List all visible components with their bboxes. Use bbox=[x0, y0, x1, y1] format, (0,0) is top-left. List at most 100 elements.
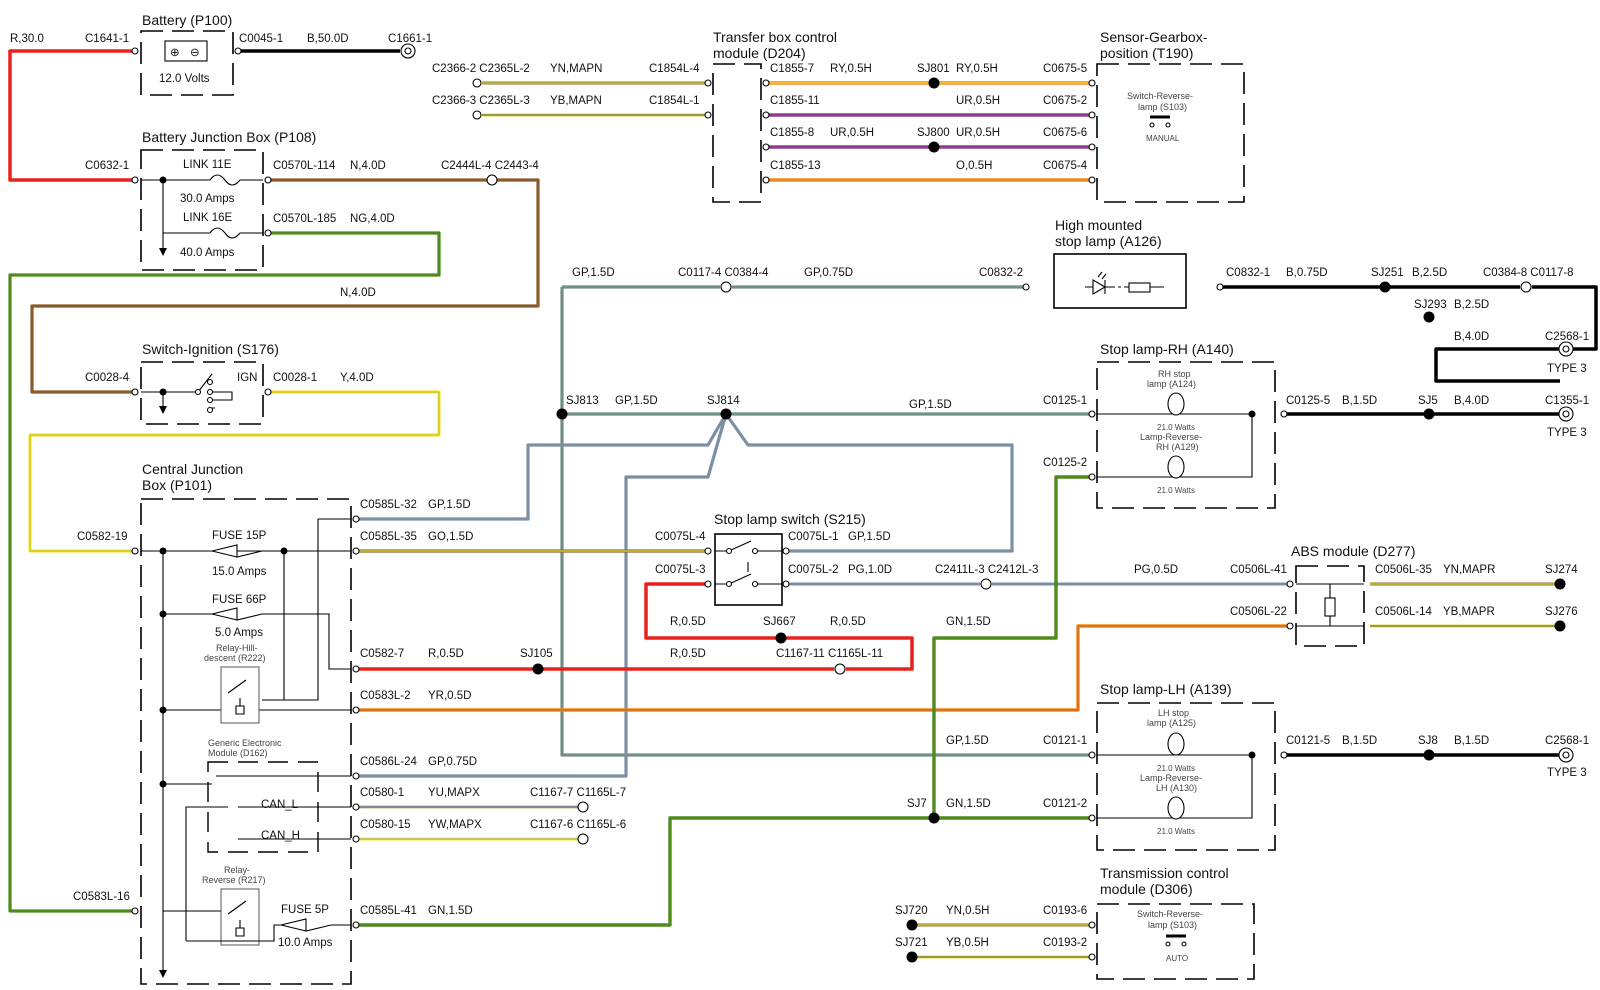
label-c1661: C1661-1 bbox=[388, 33, 432, 45]
label-o05: O,0.5H bbox=[956, 160, 992, 172]
label-sj721: SJ721 bbox=[895, 937, 928, 949]
label-c0582-7: C0582-7 bbox=[360, 648, 404, 660]
wire-green-link16e bbox=[8, 231, 441, 913]
label-r05a: R,0.5D bbox=[428, 648, 464, 660]
cjb-box bbox=[140, 498, 352, 985]
high-stop-title-2: stop lamp (A126) bbox=[1055, 233, 1162, 249]
can-l-label: CAN_L bbox=[261, 799, 299, 811]
label-c0125-2: C0125-2 bbox=[1043, 457, 1087, 469]
label-c0193-6: C0193-6 bbox=[1043, 905, 1087, 917]
label-c0121-2: C0121-2 bbox=[1043, 798, 1087, 810]
link-16e-rating: 40.0 Amps bbox=[180, 247, 235, 259]
label-go15: GO,1.5D bbox=[428, 531, 473, 543]
stop-lh-title: Stop lamp-LH (A139) bbox=[1100, 681, 1232, 697]
link-11e-rating: 30.0 Amps bbox=[180, 193, 235, 205]
label-c0125-1: C0125-1 bbox=[1043, 395, 1087, 407]
label-yu: YU,MAPX bbox=[428, 787, 480, 799]
splice-sj813 bbox=[556, 408, 568, 420]
relay-reverse-label-2: Reverse (R217) bbox=[202, 875, 266, 885]
label-sj5: SJ5 bbox=[1418, 395, 1438, 407]
sensor-title-1: Sensor-Gearbox- bbox=[1100, 29, 1208, 45]
gem-label-1: Generic Electronic bbox=[208, 738, 282, 748]
label-sj720: SJ720 bbox=[895, 905, 928, 917]
label-c1355-1: C1355-1 bbox=[1545, 395, 1589, 407]
label-c0832-1: C0832-1 bbox=[1226, 267, 1270, 279]
label-c0193-2: C0193-2 bbox=[1043, 937, 1087, 949]
label-c1855-8: C1855-8 bbox=[770, 127, 814, 139]
battery-minus-icon: ⊖ bbox=[190, 47, 200, 59]
label-ng-4: NG,4.0D bbox=[350, 213, 395, 225]
splice-sj5 bbox=[1423, 408, 1435, 420]
ignition-title: Switch-Ignition (S176) bbox=[142, 341, 279, 357]
label-n-4b: N,4.0D bbox=[340, 287, 376, 299]
bjb-box bbox=[140, 149, 264, 271]
fuse-link-11e-icon bbox=[209, 174, 241, 186]
label-c0580-15: C0580-15 bbox=[360, 819, 411, 831]
relay-hill-label-1: Relay-Hill- bbox=[216, 643, 258, 653]
label-c0583-2: C0583L-2 bbox=[360, 690, 411, 702]
label-c0675-4: C0675-4 bbox=[1043, 160, 1088, 172]
link-11e-label: LINK 11E bbox=[183, 159, 232, 171]
fuse-5p-icon bbox=[280, 918, 351, 932]
gem-label-2: Module (D162) bbox=[208, 748, 268, 758]
ignition-pos-label: IGN bbox=[237, 372, 257, 384]
label-sj800: SJ800 bbox=[917, 127, 950, 139]
label-r-30: R,30.0 bbox=[10, 33, 44, 45]
splice-sj274 bbox=[1554, 578, 1566, 590]
label-c1167-6: C1167-6 C1165L-6 bbox=[530, 819, 626, 831]
abs-title: ABS module (D277) bbox=[1291, 543, 1416, 559]
splice-sj105 bbox=[532, 663, 544, 675]
high-stop-title-1: High mounted bbox=[1055, 217, 1142, 233]
battery-box bbox=[140, 30, 234, 96]
label-ur05b: UR,0.5H bbox=[830, 127, 874, 139]
splice-sj814 bbox=[720, 408, 732, 420]
label-c2366-2: C2366-2 C2365L-2 bbox=[432, 63, 530, 75]
relay-reverse-icon bbox=[220, 888, 260, 946]
label-r05c: R,0.5D bbox=[670, 616, 706, 628]
label-r05b: R,0.5D bbox=[670, 648, 706, 660]
label-c0028-1: C0028-1 bbox=[273, 372, 317, 384]
label-c0585-41: C0585L-41 bbox=[360, 905, 417, 917]
label-c0585-35: C0585L-35 bbox=[360, 531, 417, 543]
battery-title: Battery (P100) bbox=[142, 12, 232, 28]
label-yn-mapn: YN,MAPN bbox=[550, 63, 602, 75]
bjb-title: Battery Junction Box (P108) bbox=[142, 129, 316, 145]
label-c0570-185: C0570L-185 bbox=[273, 213, 336, 225]
label-gn15c: GN,1.5D bbox=[946, 798, 991, 810]
label-c1167-11: C1167-11 C1165L-11 bbox=[776, 648, 883, 660]
splice-sj720 bbox=[906, 919, 918, 931]
label-type3b: TYPE 3 bbox=[1547, 427, 1587, 439]
label-sj801: SJ801 bbox=[917, 63, 950, 75]
label-ur05a: UR,0.5H bbox=[956, 95, 1000, 107]
label-gp15c: GP,1.5D bbox=[615, 395, 658, 407]
stop-lh-l2b: LH (A130) bbox=[1156, 783, 1197, 793]
abs-box bbox=[1295, 565, 1365, 647]
stop-lh-l2a: Lamp-Reverse- bbox=[1140, 773, 1202, 783]
label-sj7: SJ7 bbox=[907, 798, 927, 810]
label-c1854-4: C1854L-4 bbox=[649, 63, 700, 75]
label-c2444: C2444L-4 C2443-4 bbox=[441, 160, 539, 172]
transfer-title-2: module (D204) bbox=[713, 45, 806, 61]
wire-gn-sj7-rh bbox=[932, 475, 1092, 818]
stop-lh-w2: 21.0 Watts bbox=[1157, 827, 1195, 836]
label-c0580-1: C0580-1 bbox=[360, 787, 404, 799]
label-b15a: B,1.5D bbox=[1342, 395, 1377, 407]
relay-reverse-label-1: Relay- bbox=[224, 865, 250, 875]
label-ur05c: UR,0.5H bbox=[956, 127, 1000, 139]
sensor-inner-1: Switch-Reverse- bbox=[1127, 91, 1193, 101]
ground-arrow-icon bbox=[159, 248, 167, 256]
label-type3c: TYPE 3 bbox=[1547, 767, 1587, 779]
transfer-title-1: Transfer box control bbox=[713, 29, 837, 45]
battery-symbol bbox=[164, 40, 208, 62]
label-c0675-5: C0675-5 bbox=[1043, 63, 1087, 75]
label-yw: YW,MAPX bbox=[428, 819, 482, 831]
fuse-5p-rating: 10.0 Amps bbox=[278, 937, 333, 949]
label-n-4: N,4.0D bbox=[350, 160, 386, 172]
bulb-rh-reverse-icon bbox=[1167, 455, 1185, 479]
label-b15c: B,1.5D bbox=[1454, 735, 1489, 747]
label-sj251: SJ251 bbox=[1371, 267, 1404, 279]
label-c0121-1: C0121-1 bbox=[1043, 735, 1087, 747]
cjb-title-2: Box (P101) bbox=[142, 477, 212, 493]
label-b-50: B,50.0D bbox=[307, 33, 349, 45]
wire-red-battery bbox=[8, 49, 135, 182]
